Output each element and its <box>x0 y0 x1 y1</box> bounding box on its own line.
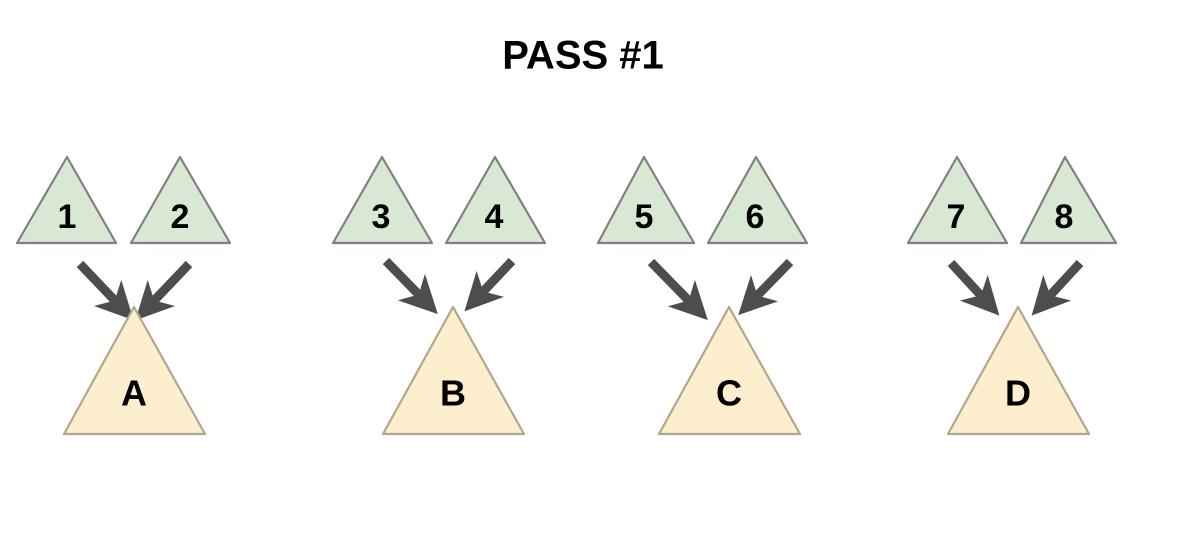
source-triangle-label-4: 4 <box>485 198 504 236</box>
source-triangle-label-1: 1 <box>58 198 77 236</box>
target-triangle-label-A: A <box>121 373 147 414</box>
page-title: PASS #1 <box>502 34 664 78</box>
merge-groups-layer: 1 2A 3 4B 5 6C 7 8D <box>15 155 1118 436</box>
group-d: 7 8D <box>906 155 1118 436</box>
group-c: 5 6C <box>596 155 809 436</box>
arrow-1-to-a <box>76 260 134 321</box>
arrow-3-to-b <box>382 257 438 315</box>
target-triangle-label-C: C <box>716 373 742 414</box>
source-triangle-label-2: 2 <box>171 198 190 236</box>
source-triangle-label-5: 5 <box>635 198 654 236</box>
arrow-5-to-c <box>647 258 708 321</box>
source-triangle-1[interactable] <box>15 155 118 245</box>
source-triangle-2[interactable] <box>129 155 232 245</box>
target-triangle-C[interactable] <box>657 305 802 436</box>
group-b: 3 4B <box>331 155 547 436</box>
source-triangle-8[interactable] <box>1019 155 1118 245</box>
arrow-6-to-c <box>738 258 794 316</box>
arrow-7-to-d <box>947 259 1000 316</box>
source-triangle-label-8: 8 <box>1055 198 1074 236</box>
target-triangle-B[interactable] <box>381 305 526 436</box>
group-a: 1 2A <box>15 155 232 436</box>
target-triangle-A[interactable] <box>62 305 207 436</box>
arrow-4-to-b <box>464 257 516 312</box>
target-triangle-D[interactable] <box>946 305 1091 436</box>
source-triangle-5[interactable] <box>596 155 696 245</box>
arrow-2-to-a <box>135 260 193 321</box>
source-triangle-7[interactable] <box>906 155 1009 245</box>
source-triangle-label-6: 6 <box>746 198 765 236</box>
target-triangle-label-B: B <box>440 373 466 414</box>
source-triangle-label-3: 3 <box>372 198 391 236</box>
source-triangle-3[interactable] <box>331 155 434 245</box>
target-triangle-label-D: D <box>1005 373 1031 414</box>
source-triangle-4[interactable] <box>444 155 547 245</box>
source-triangle-6[interactable] <box>706 155 809 245</box>
arrow-8-to-d <box>1031 259 1084 316</box>
source-triangle-label-7: 7 <box>947 198 966 236</box>
